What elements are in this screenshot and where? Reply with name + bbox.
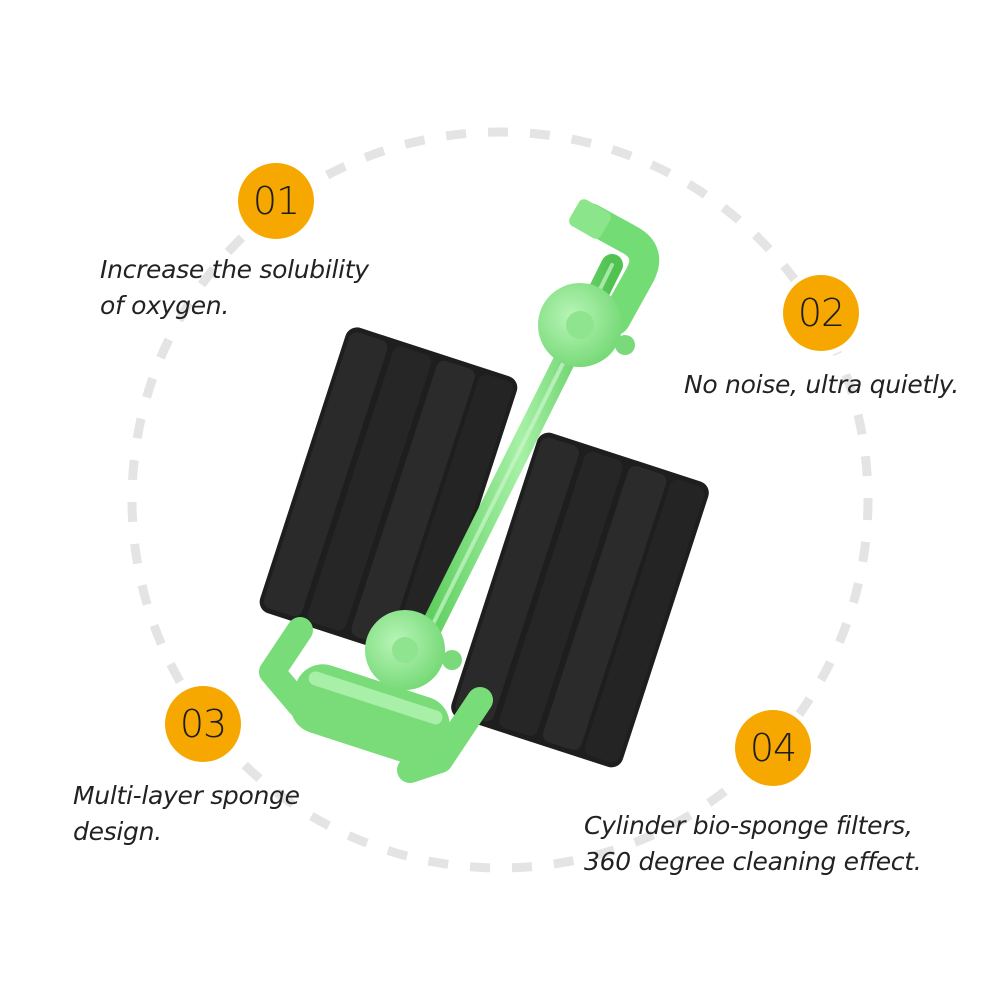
feature-01-caption-line-2: of oxygen. xyxy=(100,291,229,320)
feature-04-caption-line-2: 360 degree cleaning effect. xyxy=(584,847,922,876)
right-sponge xyxy=(451,432,709,768)
upper-suction-cup xyxy=(538,283,635,367)
feature-04-caption: Cylinder bio-sponge filters, 360 degree … xyxy=(584,808,922,880)
feature-04-number: 04 xyxy=(749,726,797,770)
lower-suction-cup xyxy=(365,610,462,690)
feature-01-badge: 01 xyxy=(238,163,314,239)
manifold-cylinder xyxy=(290,664,450,766)
feature-01-caption: Increase the solubility of oxygen. xyxy=(100,252,369,324)
feature-02-caption-line-1: No noise, ultra quietly. xyxy=(684,370,959,399)
feature-04-badge: 04 xyxy=(735,710,811,786)
outlet-elbow xyxy=(569,199,660,335)
feature-03-number: 03 xyxy=(179,702,227,746)
feature-03-badge: 03 xyxy=(165,686,241,762)
feature-03-caption-line-2: design. xyxy=(73,817,162,846)
feature-03-caption-line-1: Multi-layer sponge xyxy=(73,781,300,810)
feature-02-badge: 02 xyxy=(783,275,859,351)
feature-01-number: 01 xyxy=(252,179,300,223)
feature-04-caption-line-1: Cylinder bio-sponge filters, xyxy=(584,811,913,840)
feature-02-caption: No noise, ultra quietly. xyxy=(684,367,959,403)
feature-03-caption: Multi-layer sponge design. xyxy=(73,778,300,850)
feature-02-number: 02 xyxy=(797,291,845,335)
manifold-frame xyxy=(259,617,493,783)
feature-01-caption-line-1: Increase the solubility xyxy=(100,255,369,284)
